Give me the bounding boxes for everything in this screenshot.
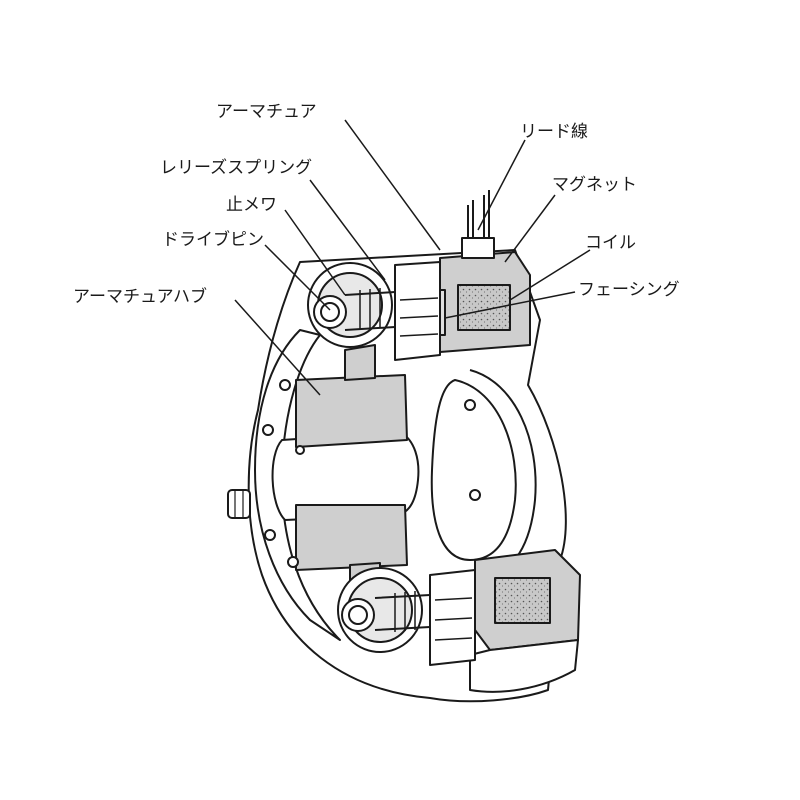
label-armature-hub: アーマチュアハブ — [73, 287, 207, 307]
leader-lines — [234, 119, 591, 396]
hub-cylinder — [271, 431, 420, 521]
label-stop-washer: 止メワ — [226, 195, 277, 215]
side-stud — [227, 489, 251, 519]
inner-bore — [430, 379, 517, 561]
label-armature: アーマチュア — [216, 102, 317, 122]
armature-lower — [429, 569, 476, 666]
armature-upper — [394, 261, 441, 361]
hub-front-face — [254, 329, 341, 641]
coil-upper — [457, 284, 511, 331]
label-lead-wire: リード線 — [520, 122, 588, 142]
coil-lower — [494, 577, 551, 624]
label-magnet: マグネット — [552, 175, 637, 195]
hub-section-lower — [295, 504, 408, 571]
label-coil: コイル — [585, 233, 636, 253]
label-release-spring: レリーズスプリング — [160, 158, 313, 178]
label-drive-pin: ドライブピン — [162, 230, 264, 250]
label-facing: フェーシング — [578, 280, 680, 300]
